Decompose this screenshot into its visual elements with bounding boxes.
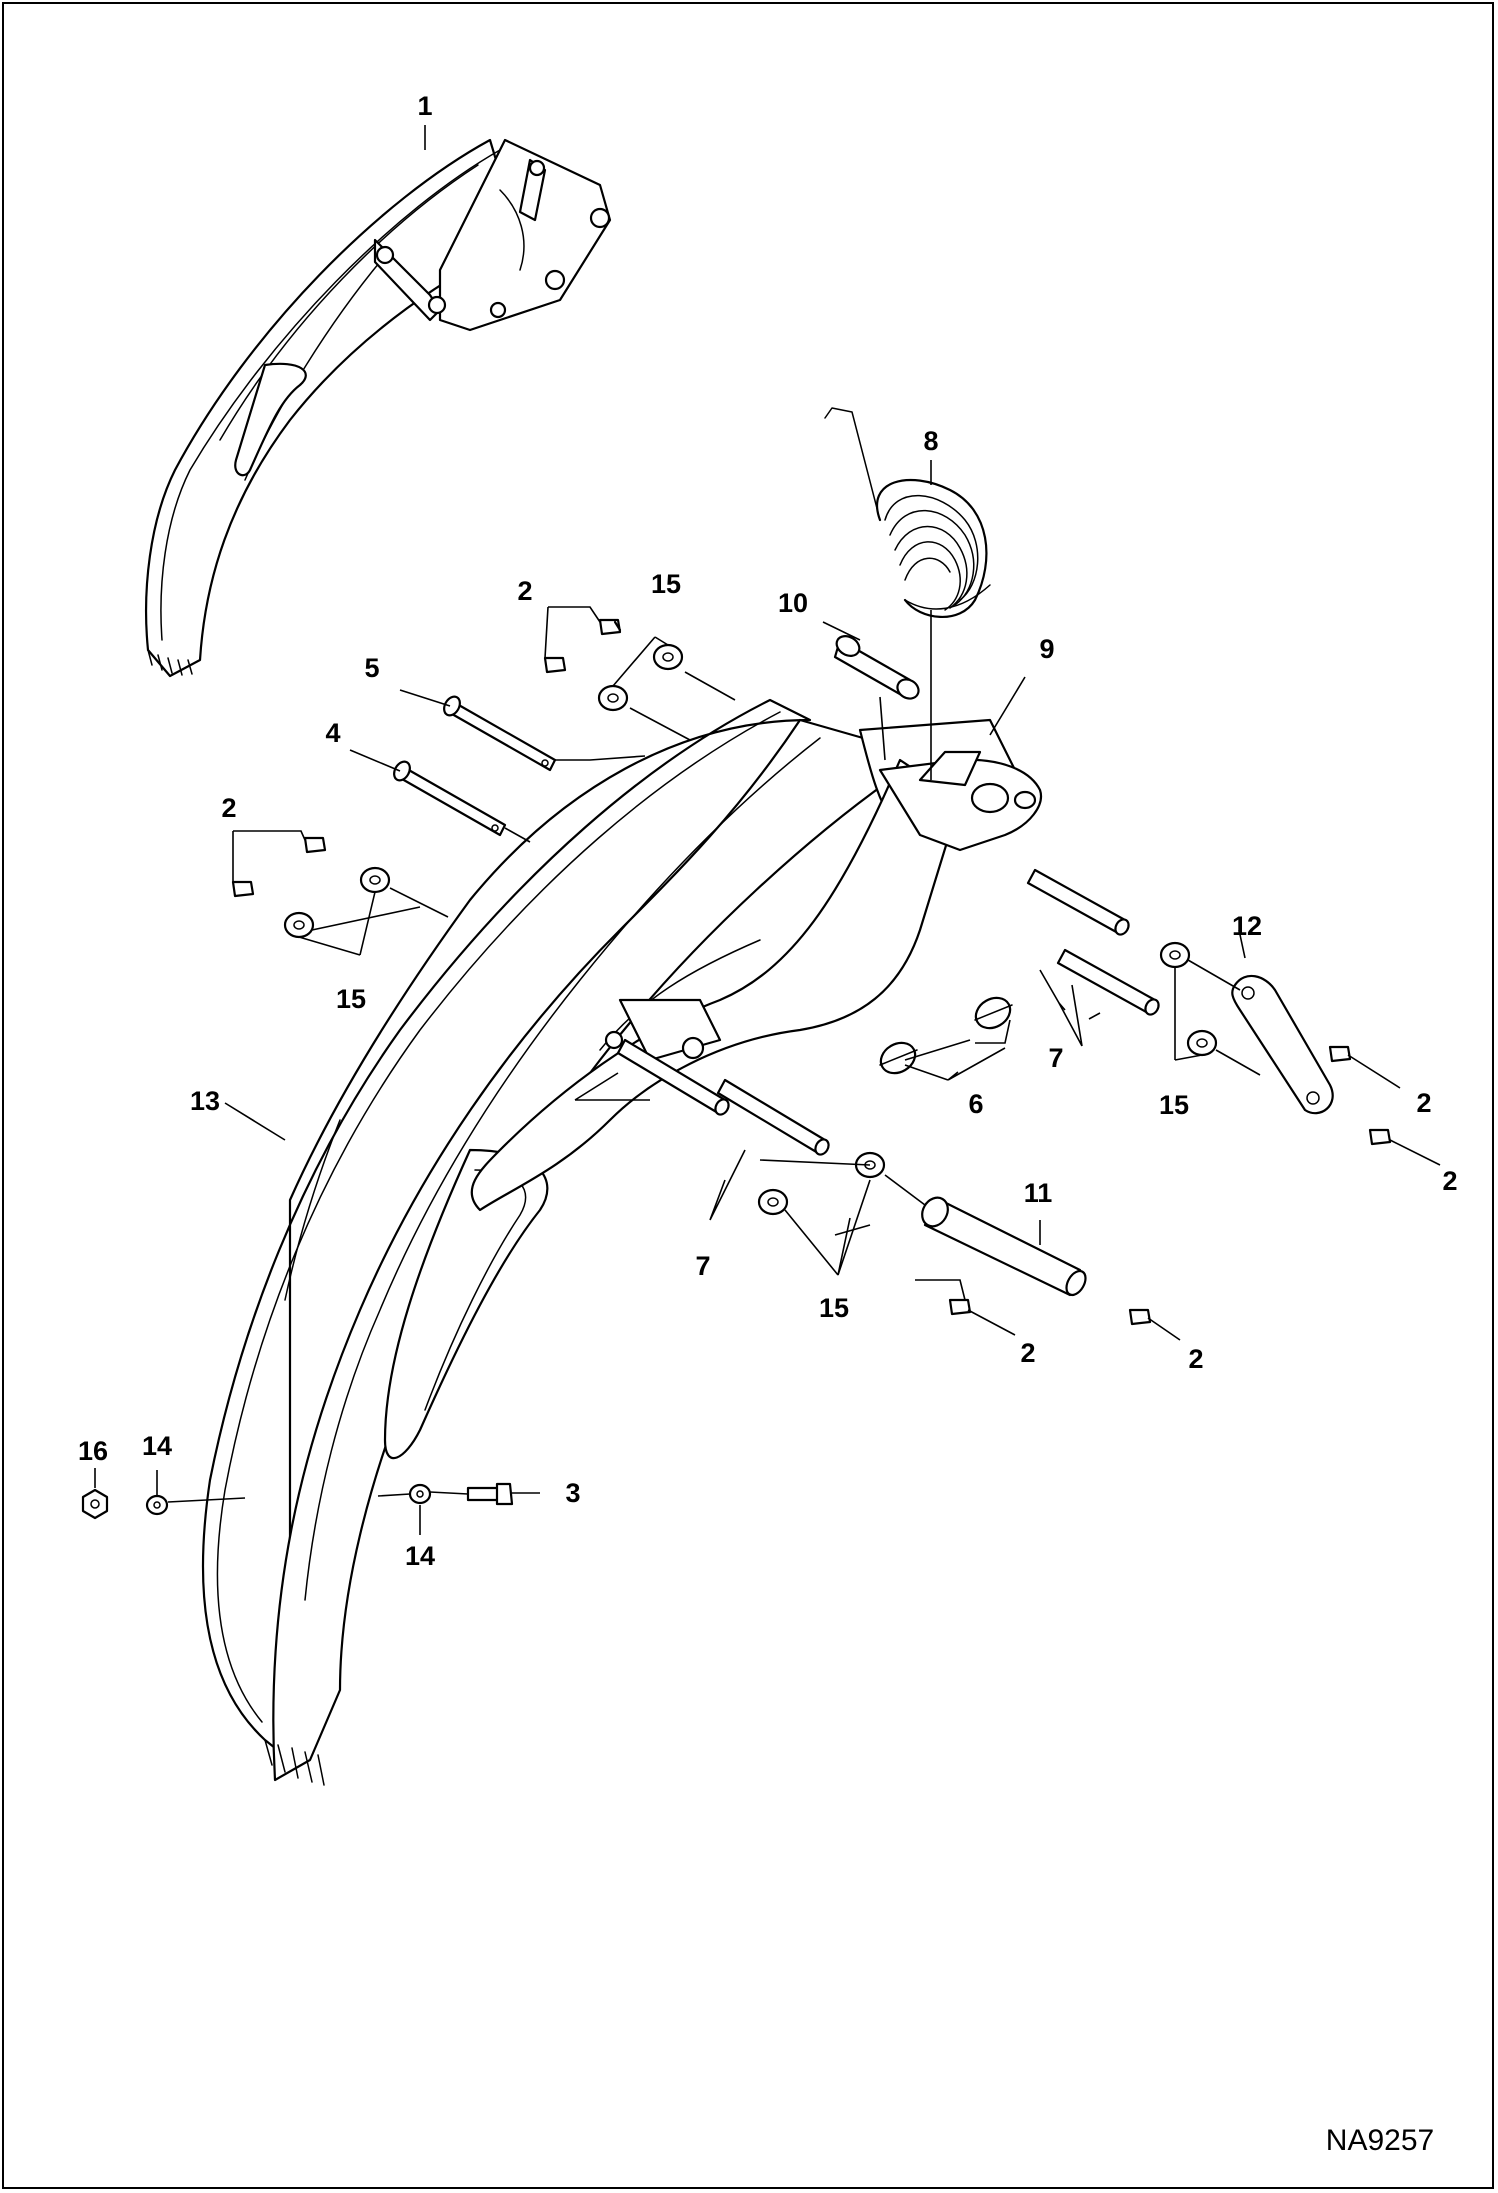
washer-part-14-right xyxy=(408,1483,432,1505)
bolt-part-2-right-b xyxy=(1368,1128,1392,1146)
callout-13: 13 xyxy=(190,1086,220,1116)
bolt-part-3 xyxy=(466,1482,514,1506)
washer-part-15-left-a xyxy=(359,866,391,894)
bolt-part-2-right-a xyxy=(1328,1045,1352,1063)
washer-part-14-left xyxy=(145,1494,169,1516)
bushing-part-10 xyxy=(833,635,920,700)
washer-part-15-right-b xyxy=(1186,1029,1218,1057)
callout-9: 9 xyxy=(1039,634,1054,664)
lock-pin-part-6-a xyxy=(974,996,1013,1030)
washer-part-15-top-b xyxy=(597,684,629,712)
washer-part-15-right-a xyxy=(1159,941,1191,969)
callout-12: 12 xyxy=(1232,911,1262,941)
callout-4: 4 xyxy=(325,718,340,748)
washer-part-15-bottom-b xyxy=(757,1188,789,1216)
torsion-spring-part-8 xyxy=(824,407,991,618)
bolt-part-2-top-b xyxy=(543,656,567,674)
washer-part-15-left-b xyxy=(283,911,315,939)
link-plate-part-12 xyxy=(1231,974,1334,1115)
callout-2-top: 2 xyxy=(517,576,532,606)
callout-2-bottom-a: 2 xyxy=(1020,1338,1035,1368)
callout-14-left: 14 xyxy=(142,1431,172,1461)
lock-pin-part-6-b xyxy=(879,1041,918,1075)
pin-part-7-lower-a xyxy=(616,1038,730,1116)
callout-15-left: 15 xyxy=(336,984,366,1014)
callout-6: 6 xyxy=(968,1089,983,1119)
callout-3: 3 xyxy=(565,1478,580,1508)
pivot-bracket-part-9 xyxy=(878,750,1043,852)
callout-15-bottom: 15 xyxy=(819,1293,849,1323)
callout-11: 11 xyxy=(1024,1178,1053,1208)
callout-7-upper: 7 xyxy=(1048,1043,1063,1073)
callout-2-bottom-b: 2 xyxy=(1188,1344,1203,1374)
pin-part-7-lower-b xyxy=(716,1078,830,1156)
bolt-part-2-left-a xyxy=(303,836,327,854)
callout-15-right: 15 xyxy=(1159,1090,1189,1120)
callout-2-right-b: 2 xyxy=(1442,1166,1457,1196)
callout-2-left: 2 xyxy=(221,793,236,823)
drawing-code: NA9257 xyxy=(1326,2124,1434,2157)
callout-14-right: 14 xyxy=(405,1541,435,1571)
callout-15-top: 15 xyxy=(651,569,681,599)
callout-2-right-a: 2 xyxy=(1416,1088,1431,1118)
pin-part-7-upper-a xyxy=(1026,868,1130,936)
callout-labels: 1 8 2 15 10 9 5 4 2 15 12 7 6 15 2 2 13 … xyxy=(78,91,1458,2157)
callout-8: 8 xyxy=(923,426,938,456)
callout-10: 10 xyxy=(778,588,808,618)
grapple-arm-part-13 xyxy=(201,698,1022,1786)
callout-16: 16 xyxy=(78,1436,108,1466)
bolt-part-2-top-a xyxy=(598,618,622,636)
bolt-part-2-left-b xyxy=(231,880,255,898)
bolt-part-2-bottom-a xyxy=(948,1298,972,1316)
grapple-assembly-part-1 xyxy=(145,138,612,678)
callout-1: 1 xyxy=(417,91,432,121)
clevis-pin-part-4 xyxy=(393,760,507,837)
washer-part-15-top-a xyxy=(652,643,684,671)
callout-5: 5 xyxy=(364,653,379,683)
bolt-part-2-bottom-b xyxy=(1128,1308,1152,1326)
nut-part-16 xyxy=(81,1488,109,1520)
pin-part-7-upper-b xyxy=(1056,948,1160,1016)
leader-lines xyxy=(94,125,1441,1535)
clevis-pin-part-5 xyxy=(443,695,557,772)
pin-part-11 xyxy=(921,1196,1087,1297)
callout-7-lower: 7 xyxy=(695,1251,710,1281)
